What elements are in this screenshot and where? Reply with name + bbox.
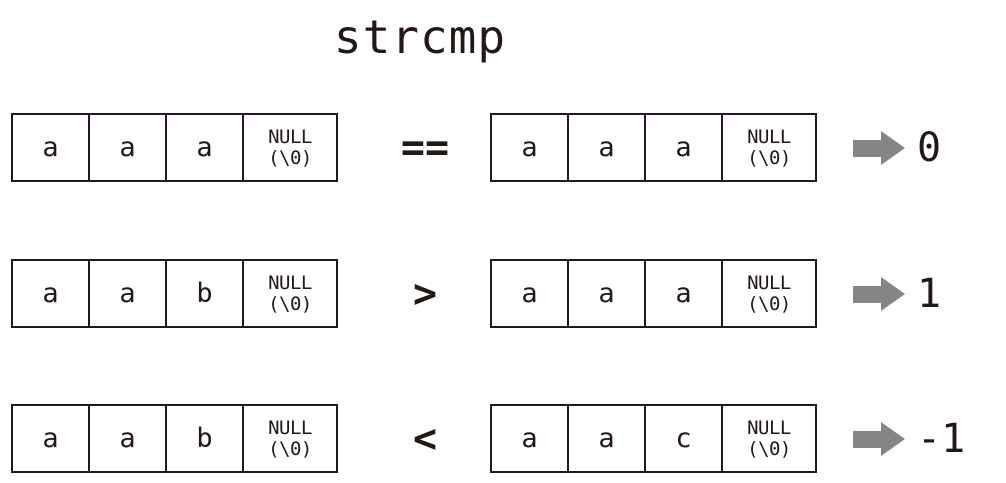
char-cell: a [90, 115, 167, 180]
arrow-head [881, 421, 905, 456]
null-escape-label: (\0) [747, 437, 791, 460]
result-group: -1 [845, 404, 1006, 473]
null-escape-label: (\0) [747, 146, 791, 169]
char-cell: a [492, 406, 569, 471]
result-group: 0 [845, 113, 1006, 182]
string-array-left: a a b NULL (\0) [11, 404, 338, 473]
char-cell: a [492, 261, 569, 326]
null-terminator-cell: NULL (\0) [244, 406, 336, 471]
null-escape-label: (\0) [747, 292, 791, 315]
result-value: 0 [917, 124, 942, 171]
right-arrow-icon [853, 130, 905, 165]
char-cell: b [167, 261, 244, 326]
null-label: NULL [747, 416, 791, 439]
null-terminator-cell: NULL (\0) [244, 261, 336, 326]
null-terminator-cell: NULL (\0) [244, 115, 336, 180]
null-label: NULL [747, 125, 791, 148]
null-escape-label: (\0) [268, 292, 312, 315]
char-cell: a [569, 406, 646, 471]
result-group: 1 [845, 259, 1006, 328]
char-cell: a [13, 406, 90, 471]
result-value: -1 [917, 415, 966, 462]
string-array-left: a a b NULL (\0) [11, 259, 338, 328]
comparison-row: a a b NULL (\0) < a a c NULL (\0) -1 [0, 402, 1006, 474]
arrow-shaft [853, 139, 883, 157]
arrow-shaft [853, 285, 883, 303]
comparison-operator: < [412, 415, 438, 462]
char-cell: a [569, 261, 646, 326]
char-cell: a [13, 115, 90, 180]
char-cell: b [167, 406, 244, 471]
arrow-shaft [853, 430, 883, 448]
right-arrow-icon [853, 421, 905, 456]
null-escape-label: (\0) [268, 146, 312, 169]
null-label: NULL [268, 125, 312, 148]
page-title: strcmp [333, 10, 507, 64]
comparison-row: a a a NULL (\0) == a a a NULL (\0) 0 [0, 111, 1006, 183]
null-terminator-cell: NULL (\0) [723, 115, 815, 180]
right-arrow-icon [853, 276, 905, 311]
comparison-operator: > [412, 270, 438, 317]
null-terminator-cell: NULL (\0) [723, 406, 815, 471]
null-label: NULL [268, 416, 312, 439]
char-cell: a [90, 406, 167, 471]
string-array-right: a a c NULL (\0) [490, 404, 817, 473]
null-terminator-cell: NULL (\0) [723, 261, 815, 326]
null-escape-label: (\0) [268, 437, 312, 460]
string-array-right: a a a NULL (\0) [490, 259, 817, 328]
char-cell: a [646, 261, 723, 326]
char-cell: a [646, 115, 723, 180]
string-array-right: a a a NULL (\0) [490, 113, 817, 182]
null-label: NULL [747, 271, 791, 294]
char-cell: a [13, 261, 90, 326]
string-array-left: a a a NULL (\0) [11, 113, 338, 182]
comparison-row: a a b NULL (\0) > a a a NULL (\0) 1 [0, 257, 1006, 329]
comparison-operator: == [400, 124, 450, 171]
char-cell: a [90, 261, 167, 326]
null-label: NULL [268, 271, 312, 294]
char-cell: a [492, 115, 569, 180]
char-cell: c [646, 406, 723, 471]
char-cell: a [167, 115, 244, 180]
arrow-head [881, 276, 905, 311]
arrow-head [881, 130, 905, 165]
result-value: 1 [917, 270, 942, 317]
char-cell: a [569, 115, 646, 180]
